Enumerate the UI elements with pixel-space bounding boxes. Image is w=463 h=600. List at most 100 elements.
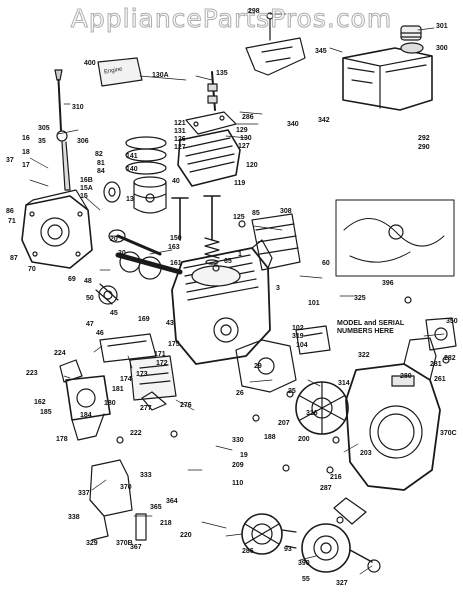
part-label[interactable]: 26 [236, 390, 244, 397]
part-label[interactable]: 30 [118, 250, 126, 257]
part-label[interactable]: 17 [22, 162, 30, 169]
part-label[interactable]: 87 [10, 255, 18, 262]
part-label[interactable]: 150 [170, 235, 182, 242]
part-label[interactable]: 93 [284, 546, 292, 553]
part-label[interactable]: 140 [126, 166, 138, 173]
part-label[interactable]: 86 [6, 208, 14, 215]
part-label[interactable]: 43 [166, 320, 174, 327]
part-label[interactable]: 319 [292, 333, 304, 340]
part-label[interactable]: 46 [96, 330, 104, 337]
part-label[interactable]: 338 [68, 514, 80, 521]
part-label[interactable]: 101 [308, 300, 320, 307]
part-label[interactable]: 306 [77, 138, 89, 145]
part-label[interactable]: 135 [216, 70, 228, 77]
part-label[interactable]: 126 [174, 136, 186, 143]
part-label[interactable]: 1 [238, 251, 242, 258]
part-label[interactable]: 345 [315, 48, 327, 55]
part-label[interactable]: 340 [287, 121, 299, 128]
part-label[interactable]: 110 [232, 480, 244, 487]
part-label[interactable]: 222 [130, 430, 142, 437]
part-label[interactable]: 396 [382, 280, 394, 287]
part-label[interactable]: 337 [78, 490, 90, 497]
part-label[interactable]: 216 [330, 474, 342, 481]
part-label[interactable]: 15 [80, 193, 88, 200]
part-label[interactable]: 310 [72, 104, 84, 111]
part-label[interactable]: 161 [170, 260, 182, 267]
part-label[interactable]: 400 [84, 60, 96, 67]
part-label[interactable]: 82 [95, 151, 103, 158]
part-label[interactable]: 178 [56, 436, 68, 443]
part-label[interactable]: 290 [418, 144, 430, 151]
part-label[interactable]: 261 [434, 376, 446, 383]
part-label[interactable]: 330 [232, 437, 244, 444]
part-label[interactable]: 65 [224, 258, 232, 265]
part-label[interactable]: 286 [242, 114, 254, 121]
part-label[interactable]: 364 [166, 498, 178, 505]
part-label[interactable]: 15A [80, 185, 93, 192]
part-label[interactable]: 209 [232, 462, 244, 469]
part-label[interactable]: 47 [86, 321, 94, 328]
part-label[interactable]: 120 [246, 162, 258, 169]
part-label[interactable]: 322 [358, 352, 370, 359]
part-label[interactable]: 85 [252, 210, 260, 217]
part-label[interactable]: 286 [242, 548, 254, 555]
part-label[interactable]: 185 [40, 409, 52, 416]
part-label[interactable]: 172 [156, 360, 168, 367]
part-label[interactable]: 127 [238, 143, 250, 150]
part-label[interactable]: 171 [154, 351, 166, 358]
part-label[interactable]: 370 [120, 484, 132, 491]
part-label[interactable]: 102 [292, 325, 304, 332]
part-label[interactable]: 200 [298, 436, 310, 443]
part-label[interactable]: 329 [86, 540, 98, 547]
part-label[interactable]: 40 [172, 178, 180, 185]
part-label[interactable]: 119 [234, 180, 246, 187]
part-label[interactable]: 50 [86, 295, 94, 302]
part-label[interactable]: 305 [38, 125, 50, 132]
part-label[interactable]: 29 [254, 363, 262, 370]
part-label[interactable]: 281 [430, 361, 442, 368]
part-label[interactable]: 280 [400, 373, 412, 380]
part-label[interactable]: 173 [136, 371, 148, 378]
part-label[interactable]: 367 [130, 544, 142, 551]
part-label[interactable]: 220 [180, 532, 192, 539]
part-label[interactable]: 174 [120, 376, 132, 383]
part-label[interactable]: 169 [138, 316, 150, 323]
part-label[interactable]: 37 [6, 157, 14, 164]
part-label[interactable]: 350 [446, 318, 458, 325]
part-label[interactable]: 223 [26, 370, 38, 377]
part-label[interactable]: 365 [150, 504, 162, 511]
part-label[interactable]: 175 [168, 341, 180, 348]
part-label[interactable]: 141 [126, 153, 138, 160]
part-label[interactable]: 370C [440, 430, 457, 437]
part-label[interactable]: 129 [236, 127, 248, 134]
part-label[interactable]: 218 [160, 520, 172, 527]
part-label[interactable]: 18 [22, 149, 30, 156]
part-label[interactable]: 300 [436, 45, 448, 52]
part-label[interactable]: 188 [264, 434, 276, 441]
part-label[interactable]: 180 [104, 400, 116, 407]
part-label[interactable]: 207 [278, 420, 290, 427]
part-label[interactable]: 13 [126, 196, 134, 203]
part-label[interactable]: 224 [54, 350, 66, 357]
part-label[interactable]: 301 [436, 23, 448, 30]
part-label[interactable]: 121 [174, 120, 186, 127]
part-label[interactable]: 308 [280, 208, 292, 215]
part-label[interactable]: 333 [140, 472, 152, 479]
part-label[interactable]: 390 [298, 560, 310, 567]
part-label[interactable]: 163 [168, 244, 180, 251]
part-label[interactable]: 131 [174, 128, 186, 135]
part-label[interactable]: 327 [336, 580, 348, 587]
part-label[interactable]: 276 [180, 402, 192, 409]
part-label[interactable]: 3 [276, 285, 280, 292]
part-label[interactable]: 70 [28, 266, 36, 273]
part-label[interactable]: 125 [233, 214, 245, 221]
part-label[interactable]: 48 [84, 278, 92, 285]
part-label[interactable]: 287 [320, 485, 332, 492]
part-label[interactable]: 69 [68, 276, 76, 283]
part-label[interactable]: 298 [248, 8, 260, 15]
part-label[interactable]: 325 [354, 295, 366, 302]
part-label[interactable]: 314 [338, 380, 350, 387]
part-label[interactable]: 181 [112, 386, 124, 393]
part-label[interactable]: 55 [302, 576, 310, 583]
part-label[interactable]: 282 [444, 355, 456, 362]
